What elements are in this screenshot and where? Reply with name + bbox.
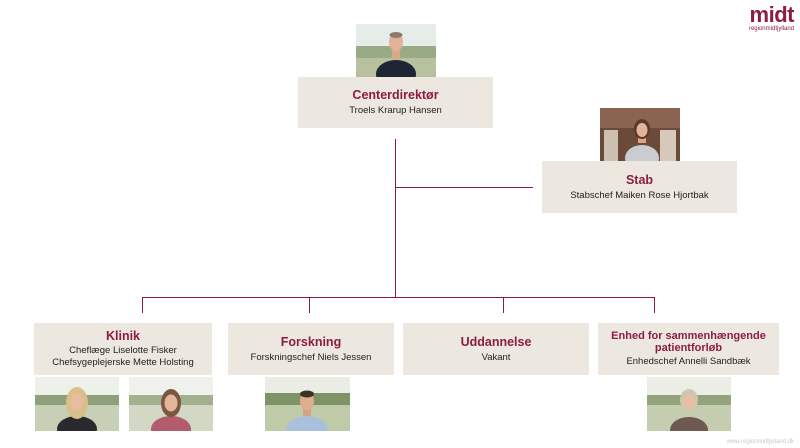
unit-box-klinik: Klinik Cheflæge Liselotte Fisker Chefsyg… [34, 323, 212, 375]
footer-url: www.regionmidtjylland.dk [726, 439, 794, 445]
unit-title: Forskning [280, 334, 342, 349]
unit-title: Enhed for sammenhængende patientforløb [611, 330, 766, 354]
unit-leaders: Cheflæge Liselotte Fisker Chefsygeplejer… [52, 345, 194, 369]
klinik-chief-nurse-photo [129, 377, 213, 431]
unit-title: Klinik [105, 329, 141, 343]
unit-leader-name: Forskningschef Niels Jessen [250, 351, 372, 363]
director-name: Troels Krarup Hansen [349, 105, 442, 116]
unit-title: Uddannelse [460, 334, 532, 349]
logo-subtitle: regionmidtjylland [748, 26, 794, 32]
staff-title: Stab [625, 172, 654, 187]
logo-wordmark: midt [749, 2, 795, 27]
klinik-chief-physician-photo [35, 377, 119, 431]
staff-box: Stab Stabschef Maiken Rose Hjortbak [542, 161, 737, 213]
unit-leader-name: Cheflæge Liselotte Fisker [69, 345, 177, 356]
director-box: Centerdirektør Troels Krarup Hansen [298, 77, 493, 128]
unit-leader-name: Chefsygeplejerske Mette Holsting [52, 357, 194, 368]
staff-chief-photo [600, 108, 680, 161]
director-title: Centerdirektør [352, 88, 439, 102]
unit-leader-name: Vakant [481, 351, 511, 363]
unit-leader-name: Enhedschef Annelli Sandbæk [626, 356, 751, 367]
unit-box-uddannelse: Uddannelse Vakant [403, 323, 589, 375]
forskning-chief-photo [265, 377, 350, 431]
unit-box-enhed: Enhed for sammenhængende patientforløb E… [598, 323, 779, 375]
director-photo [356, 24, 436, 77]
enhed-chief-photo [647, 377, 731, 431]
staff-name: Stabschef Maiken Rose Hjortbak [570, 189, 709, 201]
unit-box-forskning: Forskning Forskningschef Niels Jessen [228, 323, 394, 375]
region-logo: midt regionmidtjylland [734, 2, 795, 34]
